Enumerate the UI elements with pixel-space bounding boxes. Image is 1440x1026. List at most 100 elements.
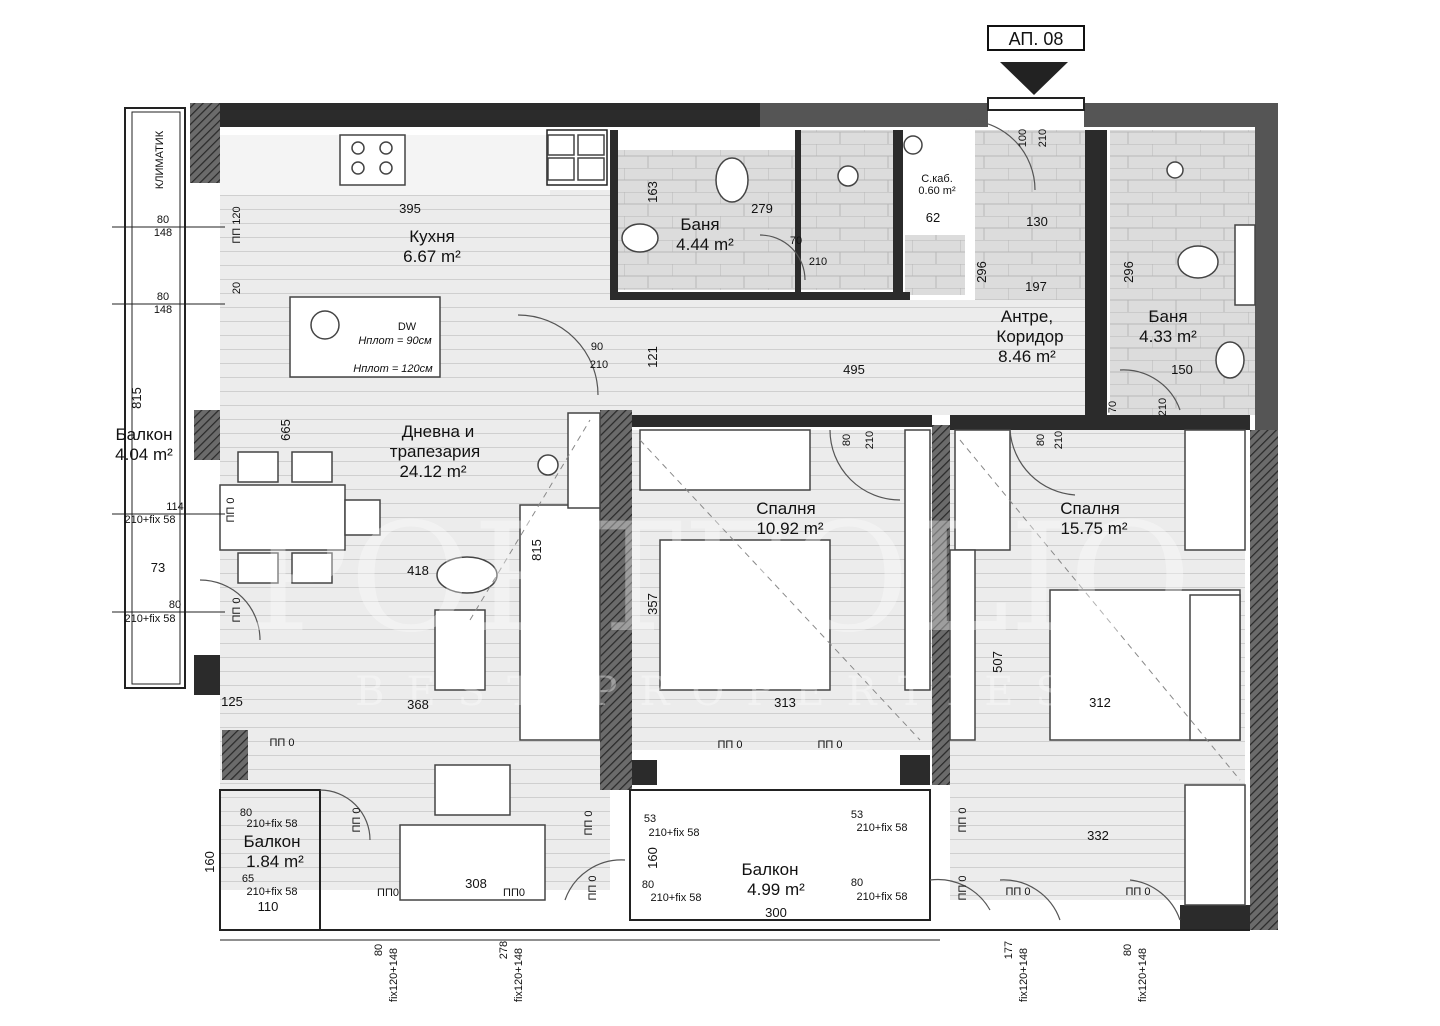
- door-70a: 70: [790, 235, 802, 247]
- bottom-80b: 80: [1122, 944, 1134, 956]
- dim-197: 197: [1025, 279, 1047, 294]
- opening-bf80a: 80: [642, 879, 654, 891]
- balcony-front-name: Балкон: [741, 860, 798, 879]
- dim-815a: 815: [129, 387, 144, 409]
- opening-bf53b-h: 210+fix 58: [856, 822, 907, 834]
- bottom-177: 177: [1003, 941, 1015, 959]
- opening-bs65-h: 210+fix 58: [246, 886, 297, 898]
- opening-w80-fix-h: 210+fix 58: [124, 613, 175, 625]
- bath2-area: 4.33 m²: [1139, 327, 1197, 346]
- aircon-label: КЛИМАТИК: [154, 130, 166, 189]
- dim-62: 62: [926, 210, 940, 225]
- dim-300: 300: [765, 905, 787, 920]
- dim-395: 395: [399, 201, 421, 216]
- opening-bf80b-h: 210+fix 58: [856, 891, 907, 903]
- bottom-80a: 80: [373, 944, 385, 956]
- apartment-tag: АП. 08: [987, 25, 1085, 95]
- counter-height-90: Hплот = 90см: [358, 335, 432, 347]
- dim-357: 357: [645, 593, 660, 615]
- door-100-h: 210: [1037, 129, 1049, 147]
- apartment-tag-label: АП. 08: [1009, 29, 1064, 49]
- sill-mark-20: 20: [231, 282, 243, 294]
- dim-110: 110: [258, 899, 279, 914]
- hall-area: 8.46 m²: [998, 347, 1056, 366]
- sill-mark-8: ПП0: [503, 887, 525, 899]
- dim-308: 308: [465, 876, 487, 891]
- dim-150: 150: [1171, 362, 1193, 377]
- watermark: PORTFOLIO BEST PROPERTIES: [248, 492, 1191, 715]
- bath1-area: 4.44 m²: [676, 235, 734, 254]
- sill-mark-2: ПП 0: [231, 598, 243, 623]
- dim-296a: 296: [974, 261, 989, 283]
- living-name-2: трапезария: [390, 442, 480, 461]
- opening-bf53a-h: 210+fix 58: [648, 827, 699, 839]
- door-100: 100: [1017, 129, 1029, 147]
- bottom-177-h: fix120+148: [1018, 948, 1030, 1002]
- bedroom1-name: Спалня: [756, 499, 815, 518]
- dim-296b: 296: [1121, 261, 1136, 283]
- room-labels: Кухня 6.67 m² Баня 4.44 m² С.каб. 0.60 m…: [115, 173, 1197, 899]
- opening-w80-b-h: 148: [154, 304, 172, 316]
- sill-mark-11: ПП 0: [957, 808, 969, 833]
- dim-279: 279: [751, 201, 773, 216]
- opening-w80-a-h: 148: [154, 227, 172, 239]
- bottom-278-h: fix120+148: [513, 948, 525, 1002]
- dim-121: 121: [645, 346, 660, 368]
- sill-mark-7: ПП0: [377, 887, 399, 899]
- door-90: 90: [591, 341, 603, 353]
- kitchen-name: Кухня: [409, 227, 455, 246]
- sill-mark-5: ПП 0: [818, 739, 843, 751]
- sill-mark-3: ПП 0: [270, 737, 295, 749]
- opening-w80-b: 80: [157, 291, 169, 303]
- opening-w114-h: 210+fix 58: [124, 514, 175, 526]
- opening-bf80a-h: 210+fix 58: [650, 892, 701, 904]
- dim-130: 130: [1026, 214, 1048, 229]
- door-80b-h: 210: [1053, 431, 1065, 449]
- opening-bf53b: 53: [851, 809, 863, 821]
- door-80a-h: 210: [864, 431, 876, 449]
- door-70b-h: 210: [1157, 398, 1169, 416]
- living-area: 24.12 m²: [399, 462, 466, 481]
- opening-bs80-h: 210+fix 58: [246, 818, 297, 830]
- dim-418: 418: [407, 563, 429, 578]
- storage-name: С.каб.: [921, 173, 953, 185]
- balcony-small-name: Балкон: [243, 832, 300, 851]
- balcony-left-name: Балкон: [115, 425, 172, 444]
- watermark-brand: PORTFOLIO: [248, 492, 1191, 666]
- sill-mark-14: ПП 0: [1126, 886, 1151, 898]
- kitchen-area: 6.67 m²: [403, 247, 461, 266]
- diagonals: [469, 419, 1241, 781]
- opening-w114: 114: [166, 501, 184, 513]
- balcony-left-area: 4.04 m²: [115, 445, 173, 464]
- dim-665: 665: [278, 419, 293, 441]
- opening-bs65: 65: [242, 873, 254, 885]
- dim-163: 163: [645, 181, 660, 203]
- sill-mark-120: ПП 120: [231, 206, 243, 243]
- entry-arrow-icon: [1000, 62, 1068, 95]
- dim-125: 125: [221, 694, 243, 709]
- door-90-h: 210: [590, 359, 608, 371]
- balcony-front-area: 4.99 m²: [747, 880, 805, 899]
- bedroom2-name: Спалня: [1060, 499, 1119, 518]
- door-70b: 70: [1107, 401, 1119, 413]
- dim-368: 368: [407, 697, 429, 712]
- sill-mark-10: ПП 0: [587, 876, 599, 901]
- sill-mark-1: ПП 0: [225, 498, 237, 523]
- sill-mark-9: ПП 0: [583, 811, 595, 836]
- bottom-278: 278: [498, 941, 510, 959]
- sill-mark-12: ПП 0: [957, 876, 969, 901]
- watermark-tagline: BEST PROPERTIES: [355, 669, 1085, 715]
- sill-mark-4: ПП 0: [718, 739, 743, 751]
- door-80a: 80: [841, 434, 853, 446]
- opening-bs80: 80: [240, 807, 252, 819]
- counter-height-120: Hплот = 120см: [353, 363, 433, 375]
- dim-332: 332: [1087, 828, 1109, 843]
- bottom-80b-h: fix120+148: [1137, 948, 1149, 1002]
- dim-312: 312: [1089, 695, 1111, 710]
- outer-lines: [124, 97, 1250, 941]
- dim-313: 313: [774, 695, 796, 710]
- furniture: [219, 134, 1256, 906]
- walls: [190, 103, 1278, 930]
- bedroom1-area: 10.92 m²: [756, 519, 823, 538]
